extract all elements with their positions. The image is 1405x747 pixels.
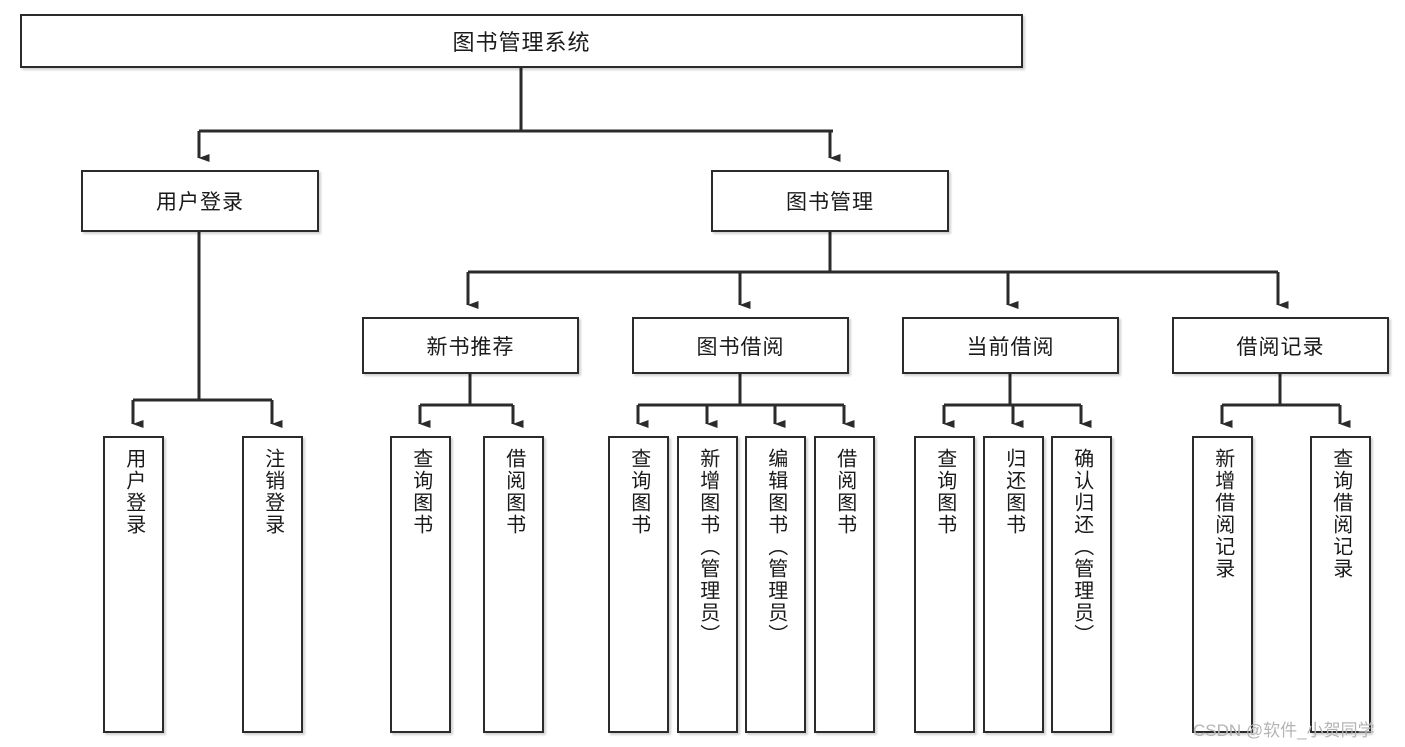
node-leaf-2-label: 查询图书 <box>409 448 432 536</box>
node-leaf-3[interactable]: 借阅图书 <box>483 436 544 733</box>
node-root-label: 图书管理系统 <box>452 30 591 55</box>
node-leaf-10[interactable]: 确认归还（管理员） <box>1051 436 1112 733</box>
node-level2-0-label: 用户登录 <box>156 191 244 214</box>
node-leaf-1-label: 注销登录 <box>261 448 284 536</box>
node-leaf-6-label: 编辑图书（管理员） <box>764 448 787 646</box>
node-level2-1-label: 图书管理 <box>786 191 874 214</box>
node-leaf-6[interactable]: 编辑图书（管理员） <box>745 436 806 733</box>
node-leaf-8-label: 查询图书 <box>933 448 956 536</box>
node-leaf-2[interactable]: 查询图书 <box>390 436 451 733</box>
node-leaf-12-label: 查询借阅记录 <box>1329 448 1352 580</box>
node-level3-2-label: 当前借阅 <box>966 335 1055 359</box>
watermark: CSDN @软件_小贺同学 <box>1193 721 1375 740</box>
node-level3-1[interactable]: 图书借阅 <box>632 317 849 374</box>
node-root[interactable]: 图书管理系统 <box>20 14 1023 68</box>
node-level3-0-label: 新书推荐 <box>426 335 515 359</box>
node-level3-0[interactable]: 新书推荐 <box>362 317 579 374</box>
node-leaf-10-label: 确认归还（管理员） <box>1070 448 1093 646</box>
node-leaf-9-label: 归还图书 <box>1002 448 1025 536</box>
node-leaf-1[interactable]: 注销登录 <box>242 436 303 733</box>
node-leaf-8[interactable]: 查询图书 <box>914 436 975 733</box>
node-leaf-7-label: 借阅图书 <box>833 448 856 536</box>
node-level2-0[interactable]: 用户登录 <box>81 170 319 232</box>
node-leaf-3-label: 借阅图书 <box>502 448 525 536</box>
node-level3-1-label: 图书借阅 <box>696 335 785 359</box>
node-level2-1[interactable]: 图书管理 <box>711 170 949 232</box>
node-leaf-7[interactable]: 借阅图书 <box>814 436 875 733</box>
node-leaf-11-label: 新增借阅记录 <box>1211 448 1234 580</box>
node-level3-3[interactable]: 借阅记录 <box>1172 317 1389 374</box>
node-leaf-12[interactable]: 查询借阅记录 <box>1310 436 1371 733</box>
node-level3-2[interactable]: 当前借阅 <box>902 317 1119 374</box>
node-leaf-5-label: 新增图书（管理员） <box>696 448 719 646</box>
node-leaf-11[interactable]: 新增借阅记录 <box>1192 436 1253 733</box>
node-leaf-0-label: 用户登录 <box>122 448 145 536</box>
node-leaf-9[interactable]: 归还图书 <box>983 436 1044 733</box>
node-leaf-0[interactable]: 用户登录 <box>103 436 164 733</box>
node-level3-3-label: 借阅记录 <box>1236 335 1325 359</box>
node-leaf-4[interactable]: 查询图书 <box>608 436 669 733</box>
node-leaf-4-label: 查询图书 <box>627 448 650 536</box>
node-leaf-5[interactable]: 新增图书（管理员） <box>677 436 738 733</box>
